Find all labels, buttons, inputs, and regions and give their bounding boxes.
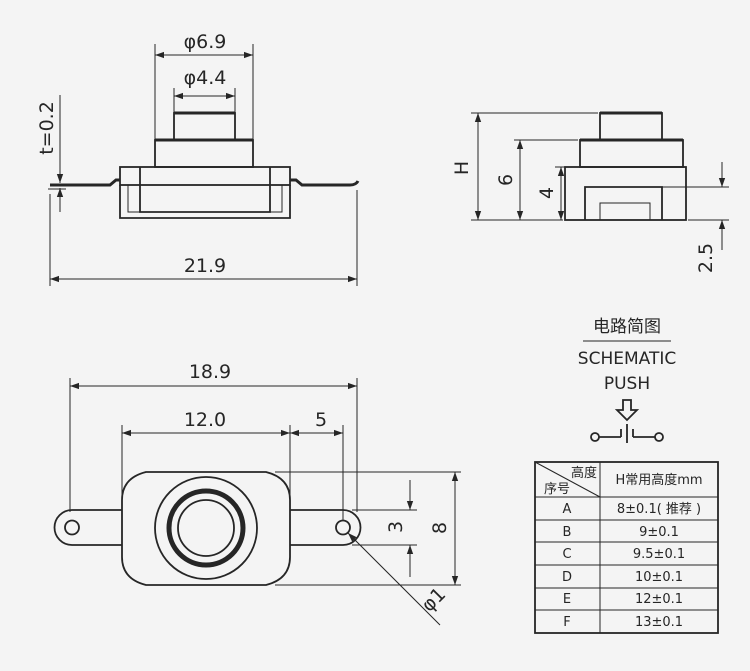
schematic: 电路简图 SCHEMATIC PUSH [578,317,676,443]
dim-tab-width-label: 3 [385,521,407,533]
table-border [534,461,719,634]
table-row: C 9.5±0.1 [562,547,685,562]
row-id: B [563,525,572,540]
dim-body-length-label: 12.0 [184,409,226,431]
row-value: 9.5±0.1 [633,547,685,562]
tab-right [290,509,362,546]
button-outer-ring [154,476,258,580]
lead-left [50,178,120,187]
dim-hole-offset-label: 5 [315,409,327,431]
height-table: 高度 序号 H常用高度mm A 8±0.1( 推荐 ) B 9±0.1 C 9.… [534,461,719,634]
row-id: D [562,570,572,585]
down-arrow-icon [614,399,640,422]
hole-right [335,519,351,536]
dim-thickness-label: t=0.2 [36,101,58,155]
dim-inner-diameter-label: φ4.4 [184,67,227,89]
dim-length-label: 21.9 [184,255,226,277]
dim-hole-offset: 5 [290,409,344,520]
dim-collar-height: 6 [495,139,578,220]
front-view: φ6.9 φ4.4 t=0.2 [36,31,360,286]
dim-total-length: 18.9 [69,361,358,512]
dim-thickness: t=0.2 [36,95,66,212]
table-row: A 8±0.1( 推荐 ) [563,502,702,517]
collar [154,139,254,168]
side-housing [564,166,687,221]
row-id: E [563,592,571,607]
button-cap [177,499,235,557]
table-corner-bottom: 序号 [544,482,570,497]
header-diagonal [534,461,601,498]
dim-body-width-label: 8 [429,522,451,534]
hole-left [64,519,80,536]
top-view: 18.9 12.0 5 3 [53,361,461,626]
table-row: F 13±0.1 [563,615,683,630]
side-body [564,111,687,221]
row-id: A [563,502,572,517]
dim-recess-height-label: 2.5 [695,243,717,273]
table-row: B 9±0.1 [563,525,679,540]
dim-outer-diameter-label: φ6.9 [184,31,227,53]
dim-collar-height-label: 6 [495,174,517,186]
table-column-header: H常用高度mm [615,472,702,488]
table-row: E 12±0.1 [563,592,683,607]
lead-right [290,178,360,187]
dim-recess-height: 2.5 [662,162,729,273]
schematic-push-label: PUSH [604,374,650,394]
row-value: 12±0.1 [635,592,683,607]
row-value: 9±0.1 [639,525,679,540]
housing [119,166,291,186]
dim-height-label: H [451,161,473,175]
schematic-title-cn: 电路简图 [593,317,661,337]
schematic-title-en: SCHEMATIC [578,349,676,369]
row-id: C [562,547,571,562]
dim-total-length-label: 18.9 [189,361,231,383]
dim-body-length: 12.0 [121,409,291,495]
dim-tab-width: 3 [352,480,417,577]
plunger [173,112,236,141]
dim-hole-diameter: φ1 [347,532,450,626]
tab-left [53,509,122,546]
front-body [119,111,291,219]
dim-body-height: 4 [536,166,565,220]
dim-outer-diameter: φ6.9 [154,31,254,140]
dim-length: 21.9 [49,190,358,286]
dim-height: H [451,112,598,221]
row-value: 13±0.1 [635,615,683,630]
table-row: D 10±0.1 [562,570,683,585]
side-collar [579,139,684,168]
table-corner-top: 高度 [571,465,597,481]
side-plunger [599,112,663,141]
row-value: 10±0.1 [635,570,683,585]
side-view: H 6 4 2.5 [451,111,729,273]
row-id: F [563,615,570,630]
dim-body-width: 8 [275,471,461,586]
button-ring [166,488,246,568]
switch-symbol-icon [590,424,664,443]
dim-inner-diameter: φ4.4 [173,67,236,113]
top-body [121,471,291,586]
dim-hole-diameter-label: φ1 [417,583,450,616]
dim-body-height-label: 4 [536,187,558,199]
row-value: 8±0.1( 推荐 ) [617,502,701,517]
